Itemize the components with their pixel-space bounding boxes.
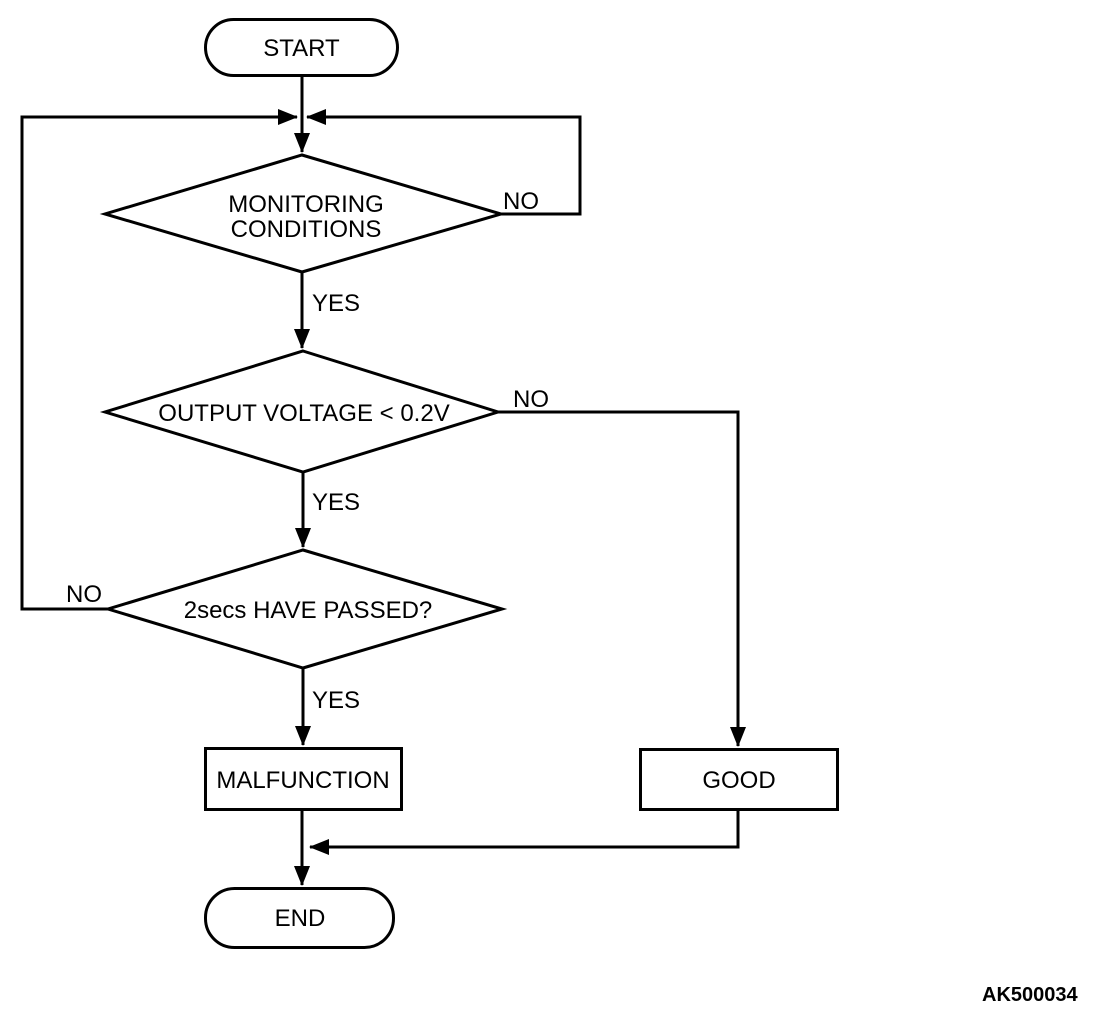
end-terminator [204, 887, 395, 949]
monitoring-conditions-decision [99, 153, 507, 274]
figure-code: AK500034 [982, 984, 1079, 1006]
output-voltage-label: OUTPUT VOLTAGE < 0.2V [158, 400, 449, 427]
edge-voltage-no [498, 410, 746, 747]
two-secs-passed-decision [102, 548, 508, 670]
timer-no-label: NO [66, 581, 102, 608]
start-label: START [263, 35, 340, 62]
start-terminator [204, 18, 399, 77]
malfunction-process [204, 747, 403, 811]
end-label: END [275, 905, 326, 932]
two-secs-passed-label: 2secs HAVE PASSED? [184, 597, 433, 624]
good-label: GOOD [702, 767, 775, 794]
monitoring-no-label: NO [503, 188, 539, 215]
edge-timer-no-loop [20, 109, 298, 611]
voltage-yes-label: YES [312, 489, 360, 516]
edge-good-merge [309, 810, 740, 855]
voltage-no-label: NO [513, 386, 549, 413]
edge-monitoring-no-loop [306, 109, 582, 216]
output-voltage-decision [99, 349, 504, 474]
timer-yes-label: YES [312, 687, 360, 714]
monitoring-conditions-label-line1: MONITORING [228, 191, 384, 218]
monitoring-conditions-label-line2: CONDITIONS [231, 216, 382, 243]
malfunction-label: MALFUNCTION [216, 767, 389, 794]
monitoring-yes-label: YES [312, 290, 360, 317]
good-process [639, 748, 839, 811]
